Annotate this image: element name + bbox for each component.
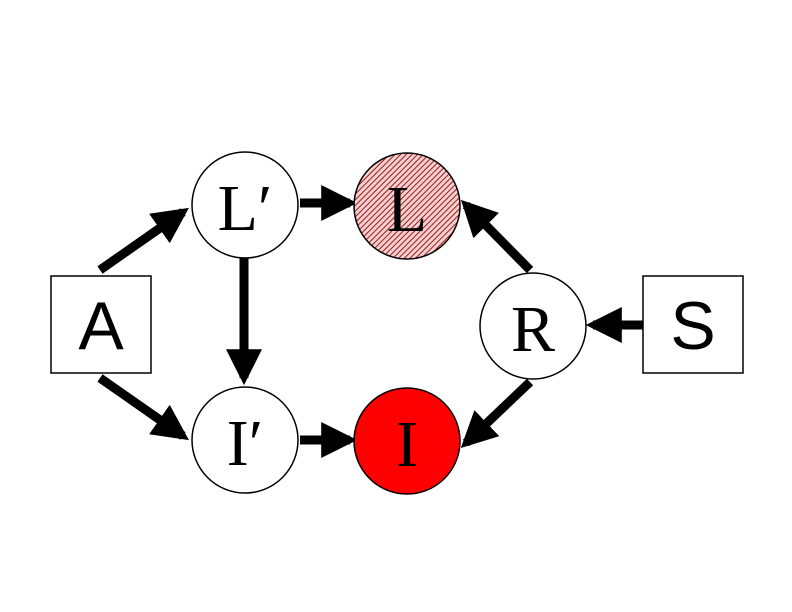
edge-r-to-i — [460, 378, 534, 448]
node-l: L — [353, 152, 461, 260]
node-r-circle — [479, 272, 587, 380]
edges-group — [97, 185, 643, 458]
node-l-circle — [353, 152, 461, 260]
node-lprime: L′ — [191, 151, 299, 259]
edge-a-to-lprime — [97, 207, 189, 274]
node-iprime-label: I′ — [227, 407, 263, 480]
node-a-box — [50, 275, 152, 374]
edge-r-to-l — [460, 199, 534, 274]
node-a: A — [50, 275, 152, 374]
node-r: R — [479, 272, 587, 380]
node-lprime-circle — [191, 151, 299, 259]
node-r-label: R — [511, 293, 555, 366]
node-s-label: S — [670, 288, 715, 364]
node-i-label: I — [396, 408, 418, 481]
node-a-label: A — [78, 288, 124, 364]
node-l-label: L — [387, 173, 427, 246]
node-iprime: I′ — [191, 386, 299, 494]
node-iprime-circle — [191, 386, 299, 494]
node-i-circle — [353, 387, 461, 495]
edge-a-to-iprime — [97, 374, 189, 441]
node-s: S — [642, 275, 744, 374]
node-s-box — [642, 275, 744, 374]
node-i: I — [353, 387, 461, 495]
node-lprime-label: L′ — [218, 172, 273, 245]
